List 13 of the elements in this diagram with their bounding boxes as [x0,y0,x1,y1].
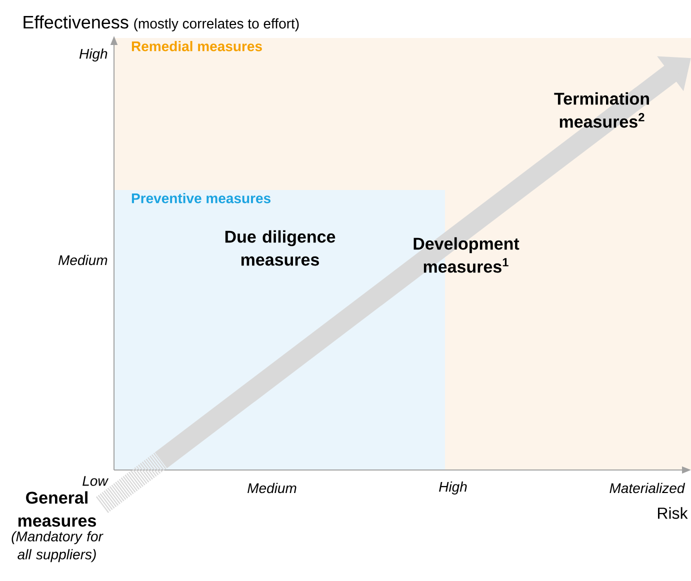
measure-label: Termination measures$^{2}$ [554,92,649,128]
tick-label: Medium [58,254,108,266]
measure-label: General measures [18,491,96,527]
tick-label: Medium [248,482,296,494]
tick-label: High [439,481,467,495]
tick-label: High [79,48,108,62]
axis-subtitle: (mostly correlates to effort) [134,18,299,32]
axis-title: Effectiveness [24,15,128,29]
axis-title: Risk [658,507,688,519]
note-text: (Mandatory for all suppliers) [12,531,104,562]
measure-label: Due diligence measures [225,230,336,266]
tick-label: Low [82,476,109,486]
tick-label: Materialized [610,482,686,494]
